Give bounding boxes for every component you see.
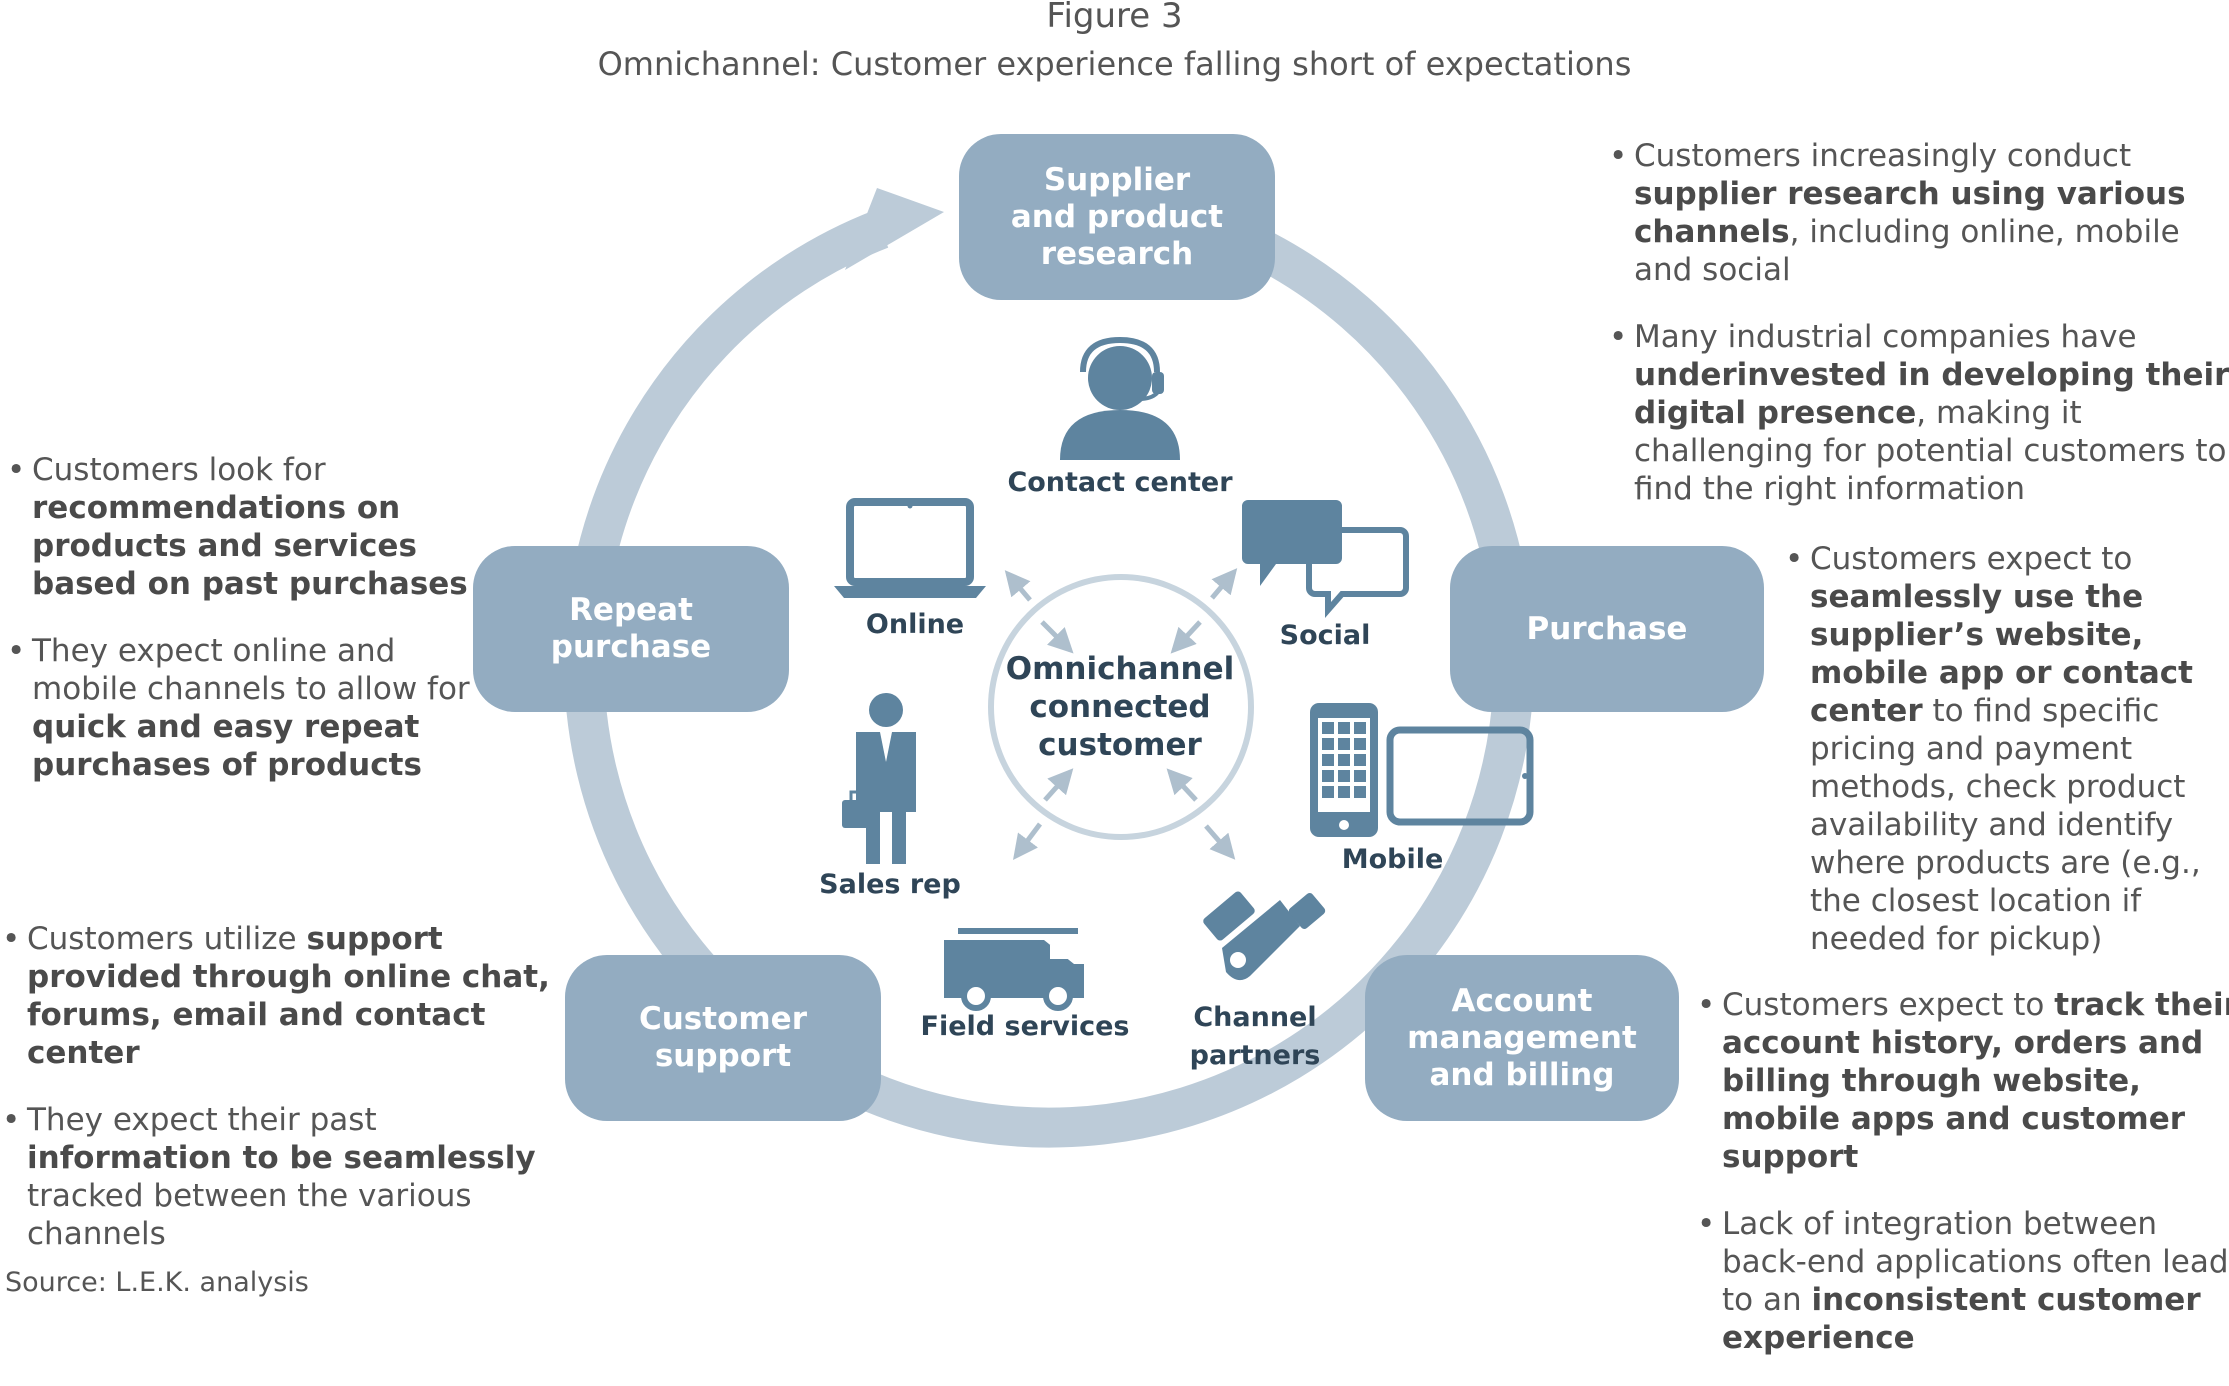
speech-bubbles-icon — [1242, 500, 1409, 618]
headset-person-icon — [1060, 336, 1180, 460]
note-item: Customers increasingly conduct supplier … — [1609, 137, 2229, 289]
handshake-icon — [1203, 891, 1326, 981]
stage-customer-support: Customer support — [565, 955, 881, 1121]
arrow-sales-in — [1043, 768, 1074, 802]
stage-repeat-purchase: Repeat purchase — [473, 546, 789, 712]
stage-purchase: Purchase — [1450, 546, 1764, 712]
stage-account-billing: Account management and billing — [1365, 955, 1679, 1121]
notes-repeat-purchase: Customers look for recommendations on pr… — [6, 451, 472, 813]
note-item: Customers look for recommendations on pr… — [7, 451, 472, 603]
arrow-partners-in — [1166, 768, 1198, 802]
cycle-ring — [563, 188, 1534, 1148]
channel-label-mobile: Mobile — [1341, 844, 1444, 875]
center-circle — [988, 574, 1254, 840]
channel-arrows — [1004, 568, 1238, 860]
figure-title: Omnichannel: Customer experience falling… — [597, 45, 1632, 83]
channel-label-contact-center: Contact center — [1007, 467, 1233, 498]
channel-label-sales-rep: Sales rep — [819, 869, 961, 900]
note-item: Many industrial companies have underinve… — [1609, 318, 2229, 508]
channel-label-online: Online — [865, 609, 965, 640]
arrow-online-in — [1040, 620, 1074, 654]
channel-label-channel-partners: Channel partners — [1189, 1002, 1321, 1071]
notes-supplier-research: Customers increasingly conduct supplier … — [1608, 137, 2229, 537]
diagram-graphics — [563, 188, 1534, 1148]
notes-customer-support: Customers utilize support provided throu… — [1, 920, 575, 1282]
note-item: They expect their past information to be… — [2, 1101, 575, 1253]
laptop-icon — [834, 498, 986, 598]
van-icon — [944, 928, 1084, 1011]
channel-label-social: Social — [1279, 620, 1371, 651]
note-item: They expect online and mobile channels t… — [7, 632, 472, 784]
arrow-social-out — [1210, 568, 1238, 600]
note-item: Customers expect to seamlessly use the s… — [1785, 540, 2229, 958]
arrow-partners-out — [1204, 824, 1236, 860]
arrow-sales-out — [1013, 822, 1042, 860]
channel-label-field-services: Field services — [920, 1011, 1130, 1042]
mobile-devices-icon — [1310, 703, 1534, 837]
businessman-icon — [842, 693, 916, 864]
notes-purchase: Customers expect to seamlessly use the s… — [1784, 540, 2229, 987]
arrow-online-out — [1004, 570, 1032, 602]
note-item: Lack of integration between back-end app… — [1697, 1205, 2229, 1357]
note-item: Customers expect to track their account … — [1697, 986, 2229, 1176]
figure-label: Figure 3 — [1046, 0, 1183, 36]
cycle-arrowhead — [845, 188, 944, 270]
center-label: Omnichannel connected customer — [1005, 651, 1235, 763]
note-item: Customers utilize support provided throu… — [2, 920, 575, 1072]
arrow-social-in — [1170, 620, 1202, 654]
stage-supplier-research: Supplier and product research — [959, 134, 1275, 300]
notes-account-billing: Customers expect to track their account … — [1696, 986, 2229, 1386]
source-note: Source: L.E.K. analysis — [5, 1267, 309, 1298]
